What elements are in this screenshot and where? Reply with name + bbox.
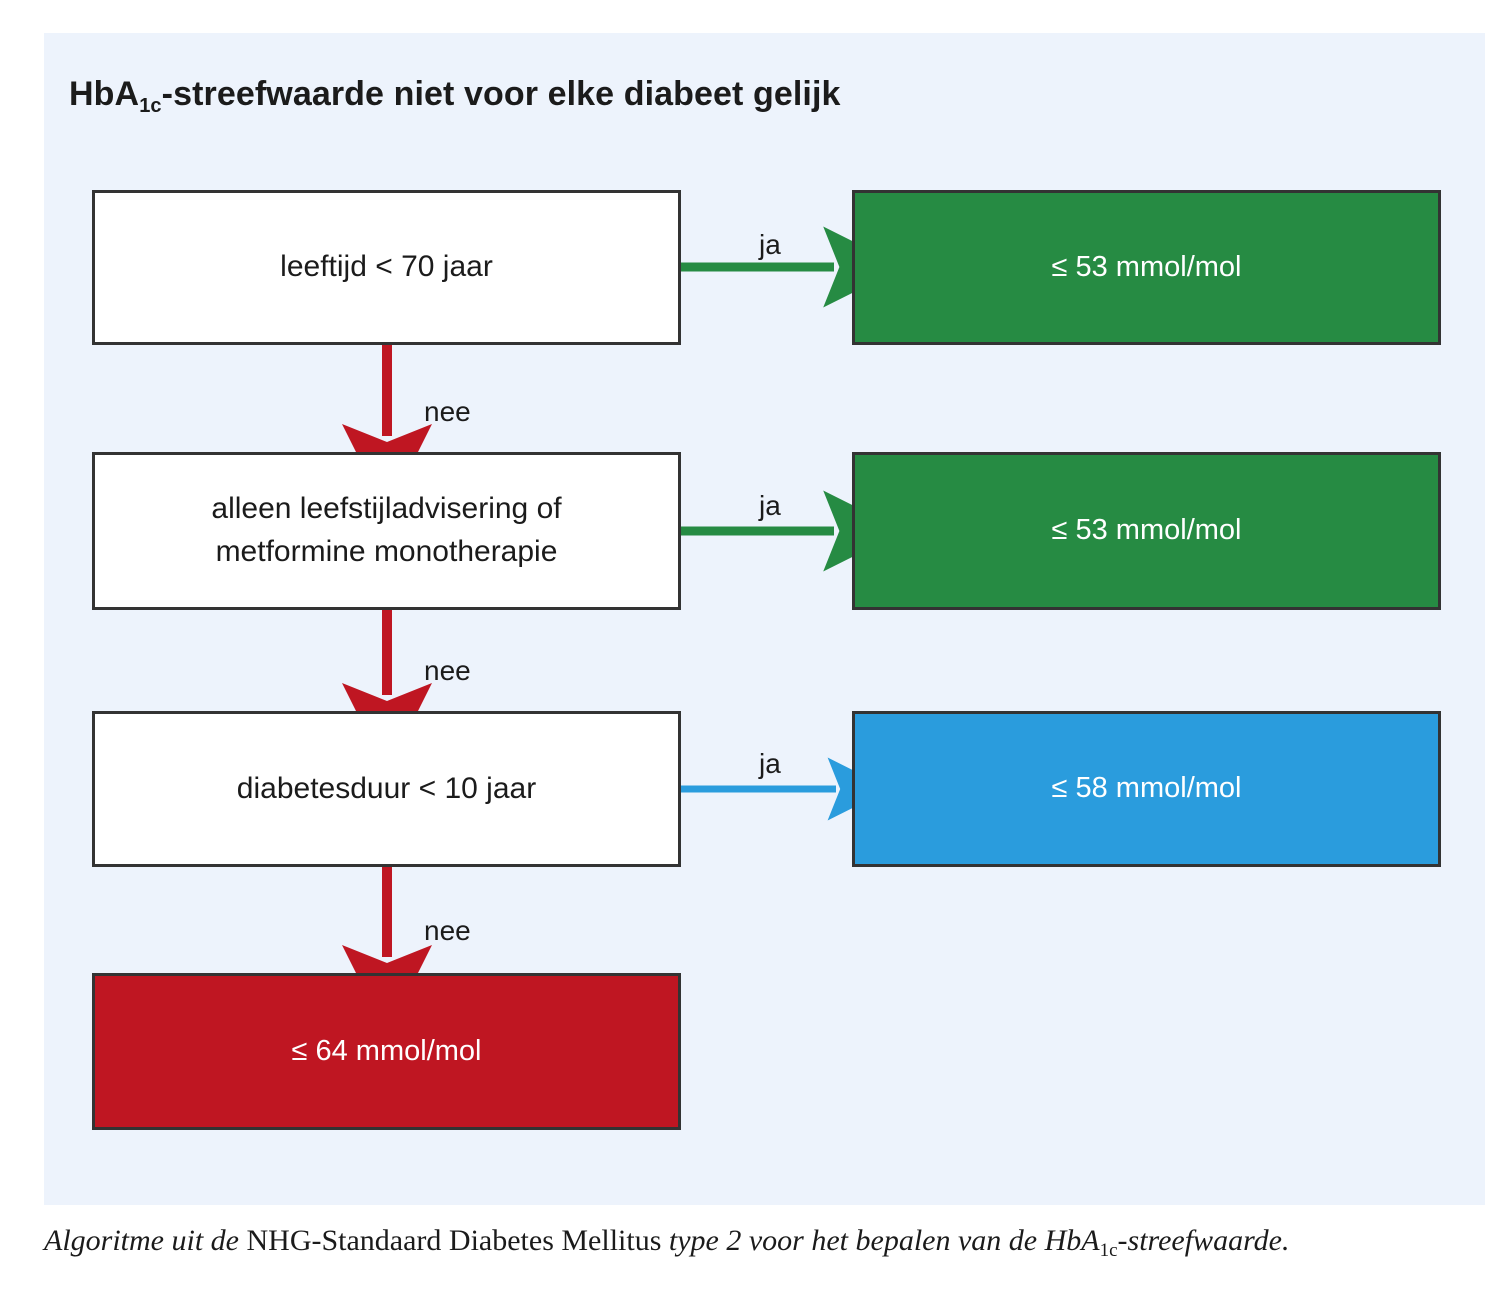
figure-title-main: HbA [69,75,140,113]
node-result-64-label: ≤ 64 mmol/mol [291,1034,482,1067]
node-result-53-middle-label: ≤ 53 mmol/mol [1051,514,1242,547]
caption-standard-name: NHG-Standaard Diabetes Mellitus [246,1224,662,1257]
node-result-53-upper[interactable]: ≤ 53 mmol/mol [852,190,1441,345]
node-result-53-middle[interactable]: ≤ 53 mmol/mol [852,452,1441,610]
node-age-label: leeftijd < 70 jaar [280,250,493,284]
caption-part1: Algoritme uit de [44,1224,247,1257]
node-lifestyle-line1: alleen leefstijladvisering of [211,492,562,526]
figure-title-rest: -streefwaarde niet voor elke diabeet gel… [161,75,841,113]
edge-label-ja-2: ja [759,490,781,521]
figure-title-subscript: 1c [139,95,162,117]
node-result-58-label: ≤ 58 mmol/mol [1051,772,1242,805]
edge-label-nee-2: nee [424,655,471,686]
caption-part4: -streefwaarde. [1117,1224,1290,1257]
node-duration-decision[interactable]: diabetesduur < 10 jaar [92,711,681,867]
node-duration-label: diabetesduur < 10 jaar [236,771,537,805]
edge-label-ja-1: ja [759,229,781,260]
figure-caption: Algoritme uit de NHG-Standaard Diabetes … [44,1224,1464,1261]
node-result-64[interactable]: ≤ 64 mmol/mol [92,973,681,1130]
node-lifestyle-label: alleen leefstijladvisering of metformine … [197,488,575,573]
node-age-decision[interactable]: leeftijd < 70 jaar [92,190,681,345]
edge-label-nee-1: nee [424,396,471,427]
edge-label-nee-3: nee [424,915,471,946]
edge-label-ja-3: ja [759,748,781,779]
node-result-58[interactable]: ≤ 58 mmol/mol [852,711,1441,867]
caption-subscript: 1c [1099,1240,1118,1261]
figure-title: HbA1c-streefwaarde niet voor elke diabee… [69,75,841,117]
node-result-53-upper-label: ≤ 53 mmol/mol [1051,250,1242,283]
figure-panel: HbA1c-streefwaarde niet voor elke diabee… [44,33,1485,1205]
node-lifestyle-line2: metformine monotherapie [215,535,558,568]
node-lifestyle-decision[interactable]: alleen leefstijladvisering of metformine … [92,452,681,610]
caption-part3: type 2 voor het bepalen van de HbA [661,1224,1100,1257]
